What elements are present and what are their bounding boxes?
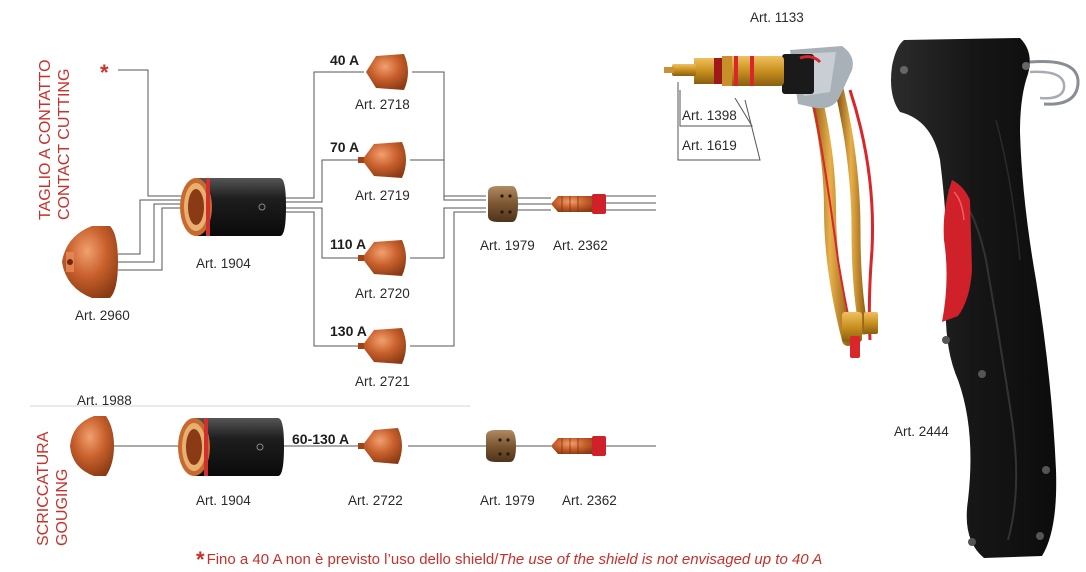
part-label-2718: Art. 2718 [355,97,410,112]
shield-2960-part [62,226,118,298]
footnote: *Fino a 40 A non è previsto l’uso dello … [196,544,823,572]
swirl-ring-1979-bottom-part [486,430,516,462]
nozzle-2722-part [358,428,402,464]
part-label-2722: Art. 2722 [348,493,403,508]
part-label-2721: Art. 2721 [355,374,410,389]
asterisk-marker: * [100,60,109,85]
nozzle-2719-part [358,142,406,178]
part-label-1988: Art. 1988 [77,393,132,408]
part-label-1133: Art. 1133 [750,10,804,25]
amperage-label-130a: 130 A [330,323,367,339]
footnote-italian: Fino a 40 A non è previsto l’uso dello s… [206,551,499,568]
section-title-italian: TAGLIO A CONTATTO [37,59,54,220]
amperage-label-110a: 110 A [330,236,367,252]
shield-1988-part [70,416,114,476]
part-label-2444: Art. 2444 [894,424,949,439]
part-label-2362-bottom: Art. 2362 [562,493,617,508]
torch-head-1133-part [664,46,878,358]
nozzle-2720-part [358,240,406,276]
amperage-label-70a: 70 A [330,139,360,155]
part-label-1904-top: Art. 1904 [196,256,251,271]
nozzle-2721-part [358,328,406,364]
part-label-1979-bottom: Art. 1979 [480,493,535,508]
retaining-cap-1904-bottom-part [178,418,284,476]
part-label-2960: Art. 2960 [75,308,130,323]
part-label-1979-top: Art. 1979 [480,238,535,253]
footnote-asterisk: * [196,547,205,572]
section-title-gouging: SCRICCATURA GOUGING [34,432,72,546]
part-label-2720: Art. 2720 [355,286,410,301]
torch-leader-lines [677,82,761,161]
nozzle-2718-part [366,54,408,90]
section-title-english: CONTACT CUTTING [56,68,73,220]
section-title-italian: SCRICCATURA [35,431,52,546]
amperage-label-40a: 40 A [330,52,360,68]
electrode-2362-bottom-part [551,436,606,456]
part-label-2719: Art. 2719 [355,188,410,203]
part-label-1398: Art. 1398 [682,108,737,123]
part-label-2362-top: Art. 2362 [553,238,608,253]
amperage-label-60-130a: 60-130 A [292,431,350,447]
section-title-contact-cutting: TAGLIO A CONTATTO CONTACT CUTTING [36,59,74,220]
retaining-cap-1904-top-part [180,178,286,236]
section-title-english: GOUGING [54,468,71,546]
electrode-2362-top-part [551,194,606,214]
part-label-1619: Art. 1619 [682,138,737,153]
part-label-1904-bottom: Art. 1904 [196,493,251,508]
footnote-english: The use of the shield is not envisaged u… [498,551,823,568]
swirl-ring-1979-top-part [488,186,518,222]
torch-handle-2444-part [891,38,1080,558]
connector-lines-top [118,69,656,347]
